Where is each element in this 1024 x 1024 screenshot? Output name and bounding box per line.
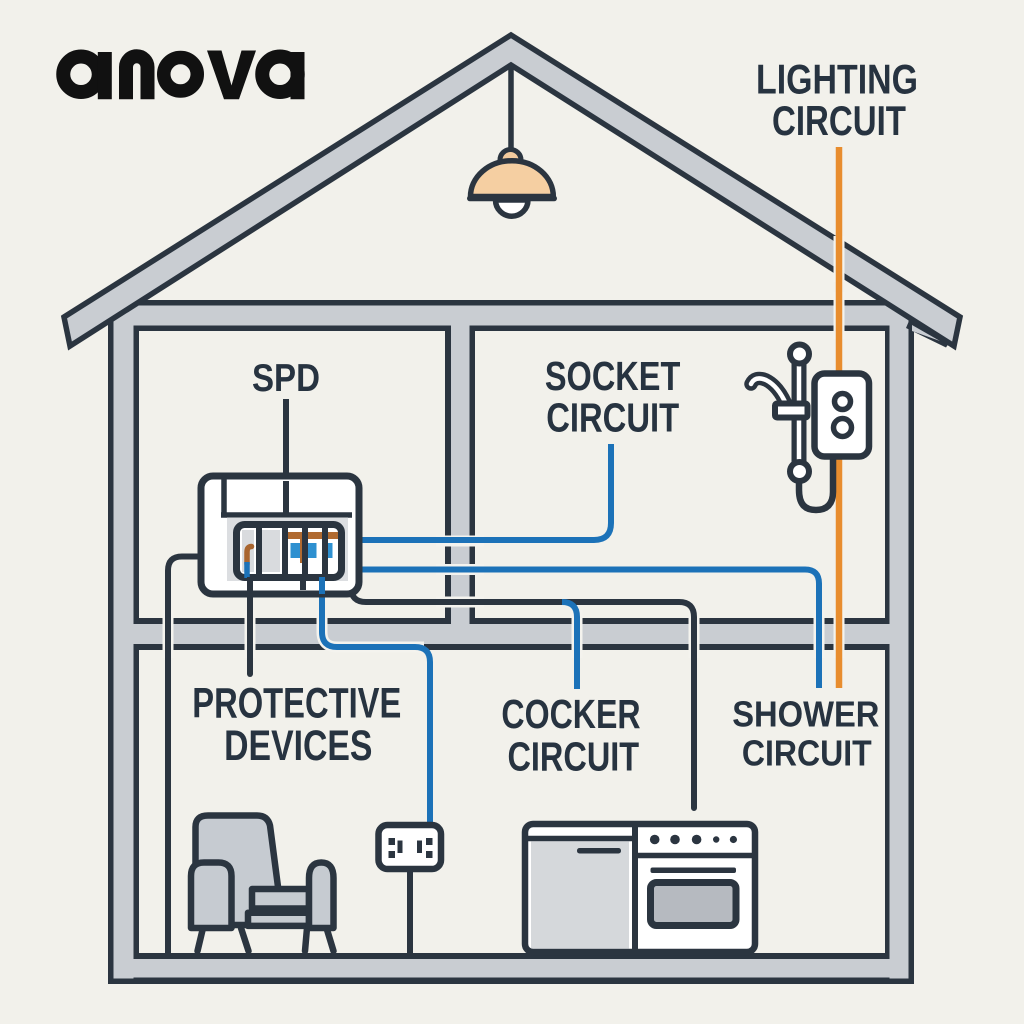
svg-text:CIRCUIT: CIRCUIT bbox=[742, 732, 872, 773]
svg-text:SHOWER: SHOWER bbox=[732, 694, 879, 735]
svg-text:LIGHTING: LIGHTING bbox=[756, 56, 918, 103]
svg-text:CIRCUIT: CIRCUIT bbox=[772, 97, 906, 144]
svg-text:CIRCUIT: CIRCUIT bbox=[507, 734, 639, 780]
svg-text:SPD: SPD bbox=[252, 357, 320, 400]
svg-text:COCKER: COCKER bbox=[501, 691, 640, 737]
svg-text:CIRCUIT: CIRCUIT bbox=[546, 395, 679, 441]
svg-text:PROTECTIVE: PROTECTIVE bbox=[192, 680, 401, 728]
svg-text:DEVICES: DEVICES bbox=[224, 722, 372, 770]
svg-text:SOCKET: SOCKET bbox=[545, 353, 681, 399]
